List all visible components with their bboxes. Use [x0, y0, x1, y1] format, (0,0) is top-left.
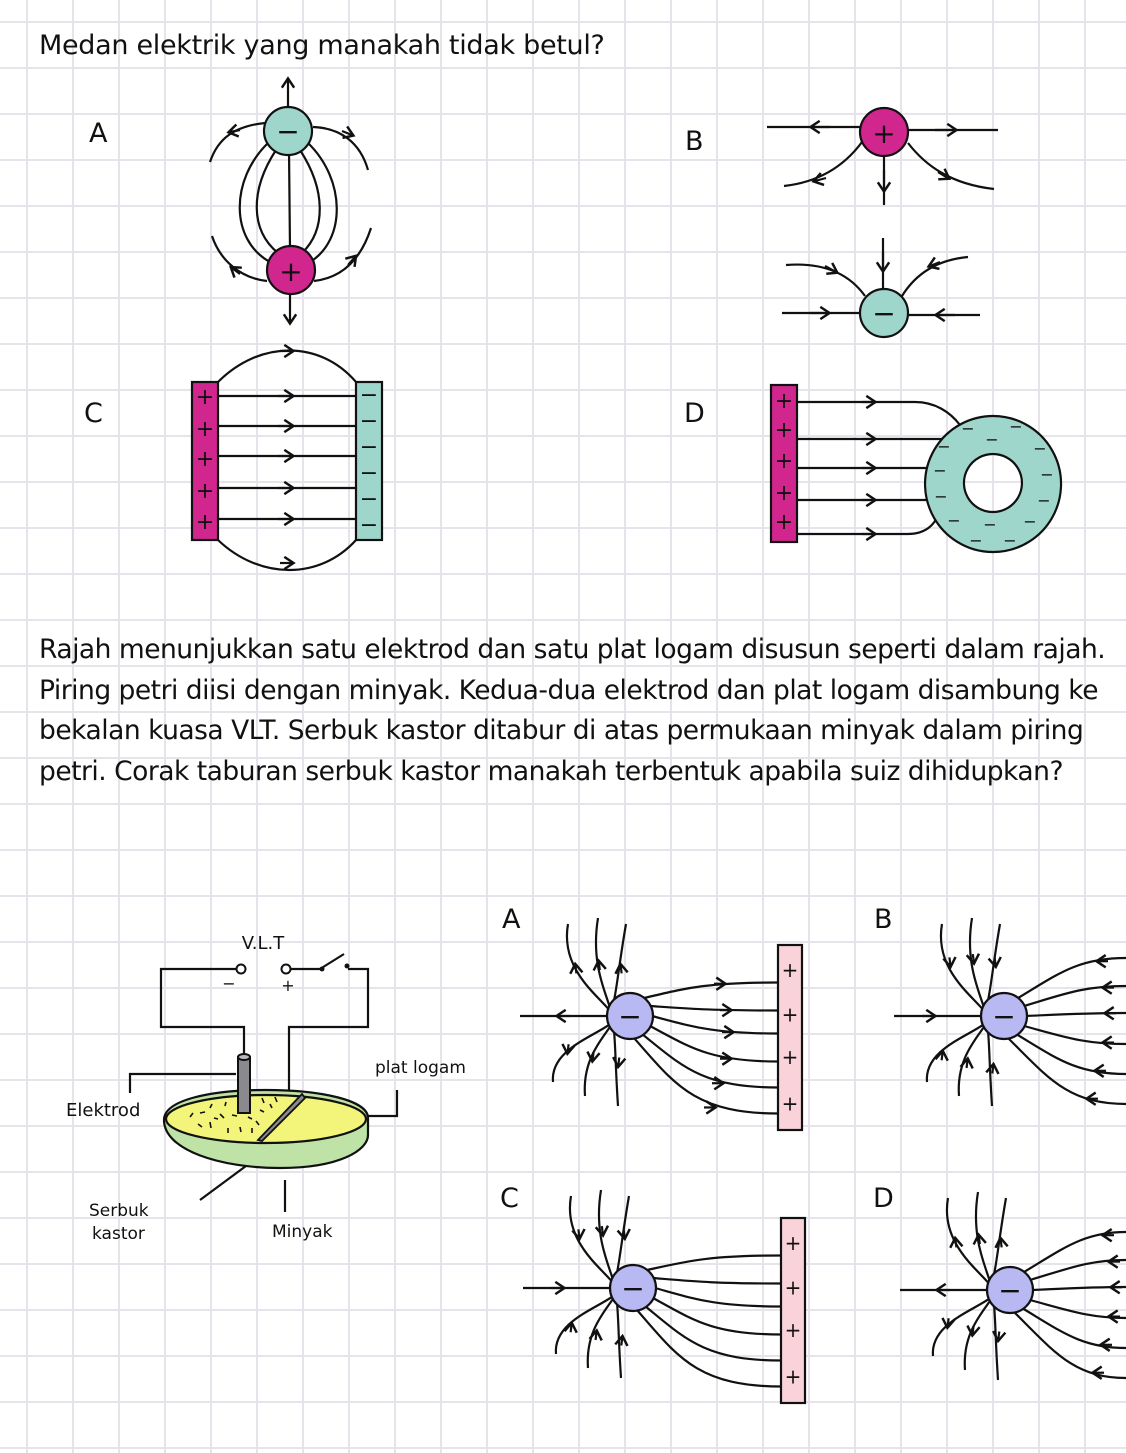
q2-option-c-label: C	[500, 1183, 519, 1214]
positive-terminal-label: +	[281, 976, 294, 995]
q1-figure-d	[769, 383, 1063, 554]
negative-charge-icon	[608, 1263, 658, 1313]
plate-positive-symbol: +	[782, 1091, 799, 1115]
svg-text:+: +	[775, 510, 793, 535]
negative-terminal-icon	[235, 963, 247, 975]
q2-option-d-label: D	[873, 1183, 894, 1214]
svg-text:−: −	[983, 515, 996, 534]
q1-figure-a	[208, 76, 373, 326]
svg-text:+: +	[196, 479, 214, 504]
q1a-positive-symbol: +	[279, 255, 302, 288]
svg-text:−: −	[969, 531, 982, 550]
plate-label: plat logam	[375, 1058, 466, 1078]
q1-option-d-label: D	[684, 398, 705, 429]
svg-text:+: +	[775, 481, 793, 506]
q1-figure-b	[767, 106, 998, 339]
charge-symbol: −	[998, 1274, 1021, 1307]
plate-positive-symbol: +	[782, 1045, 799, 1069]
svg-text:+: +	[196, 447, 214, 472]
plate-positive-symbol: +	[782, 1002, 799, 1026]
svg-text:−: −	[360, 461, 378, 486]
q1b-negative-symbol: −	[872, 297, 895, 330]
supply-label: V.L.T	[242, 933, 285, 954]
svg-text:−: −	[1009, 417, 1022, 436]
svg-text:−: −	[360, 435, 378, 460]
q2-figure-b	[894, 917, 1126, 1107]
negative-plate	[354, 380, 384, 542]
svg-text:−: −	[1040, 465, 1053, 484]
svg-text:−: −	[1003, 531, 1016, 550]
svg-text:−: −	[360, 383, 378, 408]
plate-positive-symbol: +	[782, 958, 799, 982]
plate-positive-symbol: +	[785, 1364, 802, 1388]
charge-symbol: −	[618, 1000, 641, 1033]
switch-icon	[319, 953, 345, 970]
q1-option-c-label: C	[84, 398, 103, 429]
plate-positive-symbol: +	[785, 1318, 802, 1342]
negative-charge-icon	[985, 1265, 1035, 1315]
q1-figure-c	[190, 343, 384, 572]
svg-text:−: −	[360, 513, 378, 538]
svg-text:−: −	[1023, 512, 1036, 531]
q2-option-b-label: B	[874, 904, 893, 935]
svg-text:−: −	[360, 409, 378, 434]
svg-text:−: −	[961, 419, 974, 438]
positive-charge-icon	[858, 106, 910, 158]
question-1-text: Medan elektrik yang manakah tidak betul?	[39, 30, 605, 61]
metal-plate-icon	[256, 1092, 307, 1142]
positive-plate	[190, 380, 220, 542]
svg-text:+: +	[196, 510, 214, 535]
positive-plate	[769, 383, 799, 544]
plate-positive-symbol: +	[785, 1231, 802, 1255]
q2-figure-a	[520, 917, 804, 1132]
svg-text:−: −	[937, 437, 950, 456]
positive-plate	[779, 1216, 807, 1405]
q2-option-a-label: A	[502, 904, 521, 935]
q1b-positive-symbol: +	[872, 117, 895, 150]
positive-plate	[776, 943, 804, 1132]
q1-option-b-label: B	[685, 126, 704, 157]
negative-charge-icon	[979, 991, 1029, 1041]
svg-text:+: +	[775, 418, 793, 443]
negative-ring	[923, 414, 1063, 554]
q1c-plate-symbols: + + + + + − − − − − −	[196, 383, 378, 538]
q2-figure-c	[523, 1189, 807, 1405]
charge-symbol: −	[621, 1272, 644, 1305]
q1d-ring-symbols: − − − − − − − − − − − − − −	[933, 417, 1053, 550]
svg-text:−: −	[985, 430, 998, 449]
powder-label-line1: Serbuk	[89, 1201, 149, 1221]
electrode-icon	[237, 1053, 251, 1114]
q2-figure-d	[900, 1191, 1126, 1381]
oil-label: Minyak	[272, 1222, 333, 1242]
castor-powder-icon	[189, 1096, 278, 1133]
svg-text:−: −	[1037, 491, 1050, 510]
negative-terminal-label: −	[222, 974, 235, 993]
svg-text:+: +	[775, 449, 793, 474]
negative-charge-icon	[262, 105, 314, 157]
negative-charge-icon	[858, 287, 910, 339]
petri-dish	[162, 1088, 370, 1170]
svg-text:−: −	[947, 511, 960, 530]
powder-label-line2: kastor	[92, 1224, 145, 1244]
svg-text:+: +	[196, 385, 214, 410]
negative-charge-icon	[605, 991, 655, 1041]
svg-text:−: −	[360, 487, 378, 512]
q1a-negative-symbol: −	[276, 115, 299, 148]
charge-symbol: −	[992, 1000, 1015, 1033]
positive-terminal-icon	[280, 963, 292, 975]
positive-charge-icon	[265, 244, 317, 296]
question-2-text: Rajah menunjukkan satu elektrod dan satu…	[39, 634, 1106, 787]
svg-text:+: +	[775, 389, 793, 414]
svg-text:−: −	[934, 487, 947, 506]
plate-positive-symbol: +	[785, 1275, 802, 1299]
oil-surface	[164, 1093, 368, 1145]
q1-option-a-label: A	[89, 118, 108, 149]
svg-text:−: −	[1033, 439, 1046, 458]
q1d-plate-symbols: + + + + +	[775, 389, 793, 535]
svg-text:+: +	[196, 417, 214, 442]
svg-text:−: −	[933, 461, 946, 480]
electrode-label: Elektrod	[66, 1100, 140, 1121]
circuit-wires	[128, 953, 399, 1212]
q1-figures: − + + −	[190, 76, 1063, 572]
